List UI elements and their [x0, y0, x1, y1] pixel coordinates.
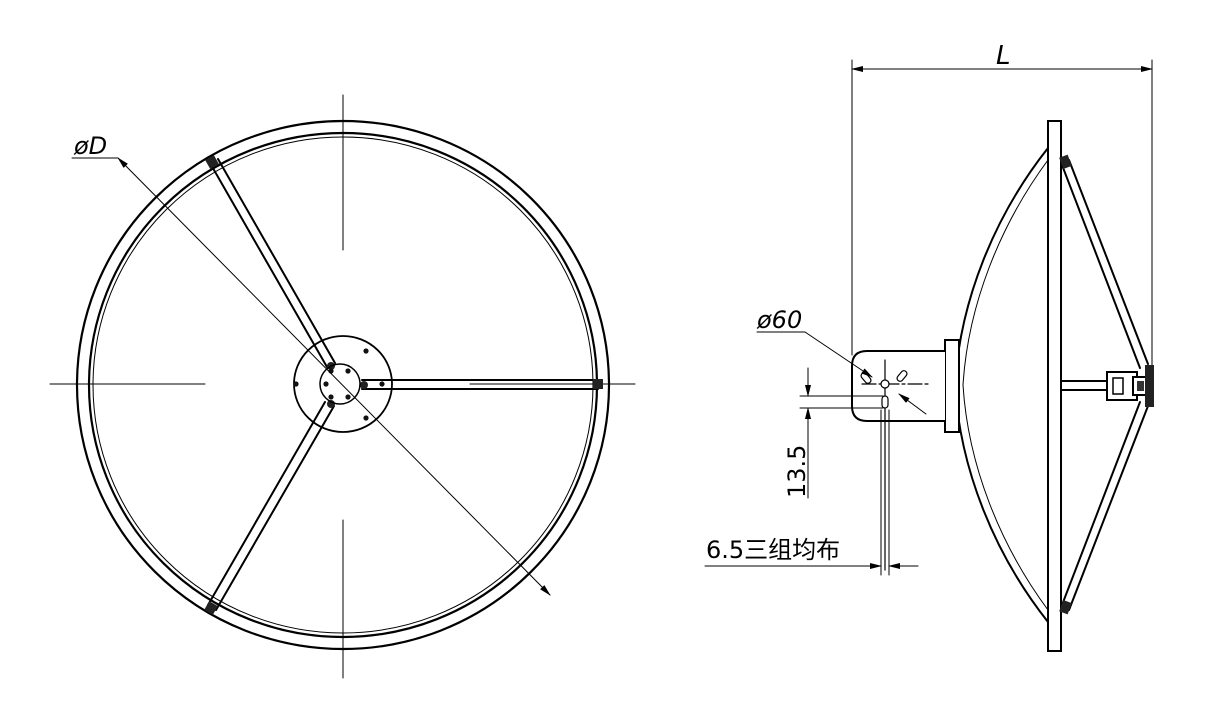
front-view: øD	[49, 94, 636, 679]
outer-rim-ring	[75, 119, 611, 651]
bracket-holes	[860, 359, 929, 571]
side-strut-ends	[1059, 154, 1072, 615]
hub-diameter-label: ø60	[756, 306, 802, 334]
offset-label: 13.5	[783, 445, 811, 498]
diameter-dimension	[71, 157, 551, 596]
strut-lower	[207, 401, 335, 611]
strut-upper	[209, 158, 336, 368]
holes-label: 6.5三组均布	[706, 536, 840, 564]
mounting-bracket	[851, 339, 960, 433]
reflector-dish-profile	[953, 147, 1049, 623]
side-struts	[1061, 159, 1149, 611]
side-view: L	[704, 41, 1154, 652]
strut-end-blocks	[204, 155, 603, 615]
length-dimension	[851, 59, 1153, 369]
length-label: L	[996, 41, 1011, 71]
offset-dimension	[799, 367, 884, 499]
reflector-dish-inner	[962, 159, 1049, 611]
outer-diameter-label: øD	[73, 132, 107, 160]
holes-dimension	[704, 409, 919, 576]
hub-holes	[293, 348, 385, 421]
feed-assembly	[1060, 365, 1154, 407]
front-center-lines	[49, 94, 636, 679]
rim-plate	[1047, 120, 1062, 652]
hub-diameter-dimension	[756, 331, 927, 415]
